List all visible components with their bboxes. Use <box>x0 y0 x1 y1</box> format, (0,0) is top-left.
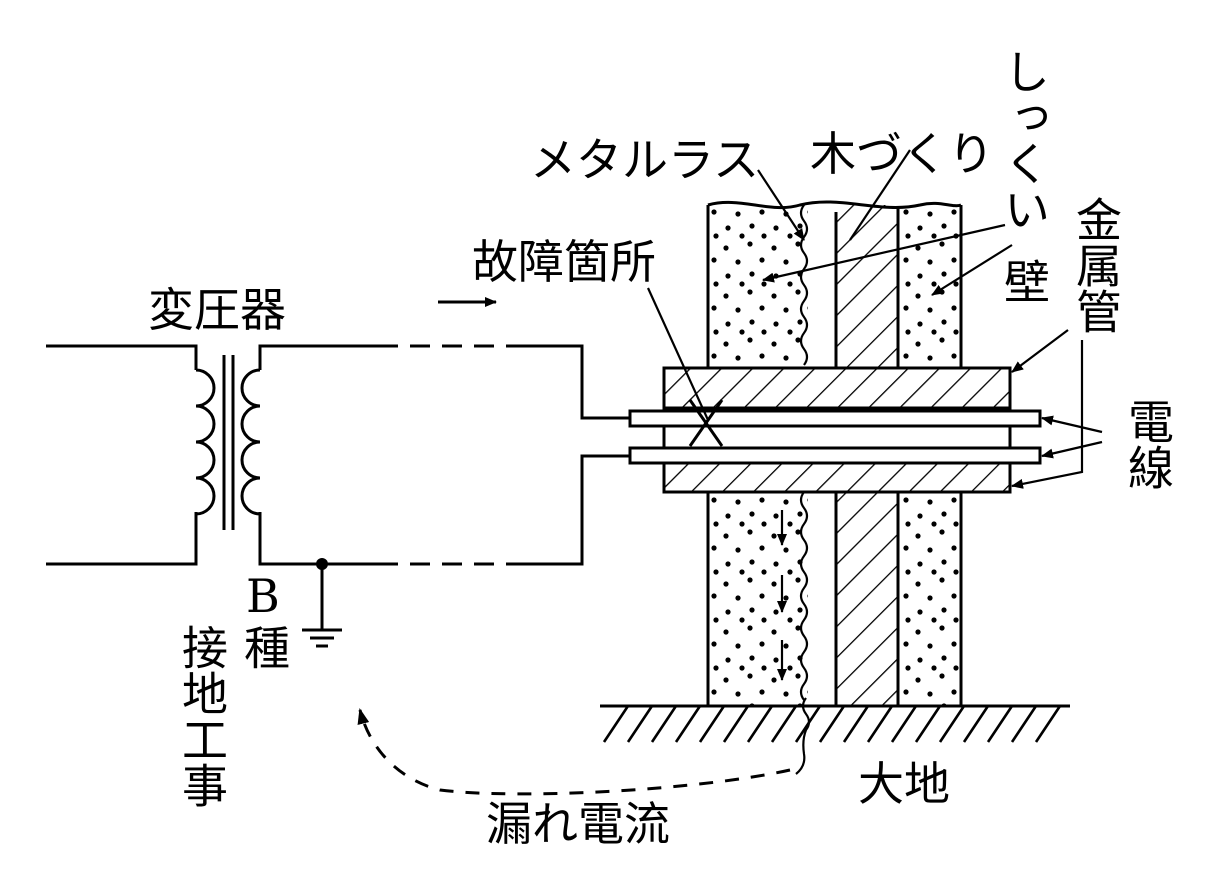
label-leakage-current: 漏れ電流 <box>486 797 670 851</box>
leader-lines <box>646 149 1103 489</box>
label-metal-pipe: 金属管 <box>1069 196 1123 334</box>
wire-leader-lower <box>1041 440 1103 459</box>
ground-symbol <box>302 628 342 648</box>
label-wooden: 木づくり <box>810 127 994 181</box>
label-b-letter: B <box>246 569 280 623</box>
leakage-lath-to-ground <box>795 697 811 775</box>
wire-conductor-lower <box>628 446 1042 465</box>
plaster-right-upper <box>898 205 961 368</box>
wall-upper <box>706 200 963 368</box>
plaster-leader-right <box>931 244 1013 296</box>
wall-top-edge <box>707 200 962 210</box>
plaster-leader-left <box>762 223 1006 283</box>
wall-lower <box>706 491 963 706</box>
metal-lath-leader <box>757 169 805 241</box>
plaster-right-lower <box>898 492 961 706</box>
metal-pipe-leader-lower <box>1011 340 1084 489</box>
fault-mark <box>688 399 724 447</box>
label-plaster-wall-2: 壁 <box>997 258 1051 304</box>
wood-lower <box>836 492 898 706</box>
ground-hatch <box>602 705 1062 743</box>
label-wire: 電線 <box>1121 398 1175 490</box>
wood-upper <box>836 205 898 368</box>
ground <box>600 704 1070 743</box>
label-type-char: 種 <box>237 624 291 670</box>
leakage-current-path <box>357 708 791 796</box>
label-earth: 大地 <box>858 757 950 811</box>
plaster-left-lower <box>708 492 808 706</box>
wire-leader-upper <box>1041 415 1103 434</box>
label-fault-point: 故障箇所 <box>472 235 656 289</box>
primary-coil <box>195 368 216 516</box>
secondary-coil <box>240 368 261 516</box>
metal-pipe <box>628 366 1042 494</box>
plaster-left-upper <box>708 205 808 368</box>
label-plaster-wall-1: しっくい <box>997 48 1051 232</box>
metal-lath-wavy-lower <box>799 491 809 701</box>
label-transformer: 変圧器 <box>148 283 286 337</box>
metal-pipe-leader <box>1011 329 1069 373</box>
wire-conductor-upper <box>628 409 1042 428</box>
metal-lath-wavy-upper <box>799 204 809 366</box>
label-metal-lath: メタルラス <box>530 133 759 187</box>
label-grounding-work: 接地工事 <box>175 624 229 808</box>
pipe-top-wall <box>662 366 1012 410</box>
circuit <box>46 297 630 648</box>
